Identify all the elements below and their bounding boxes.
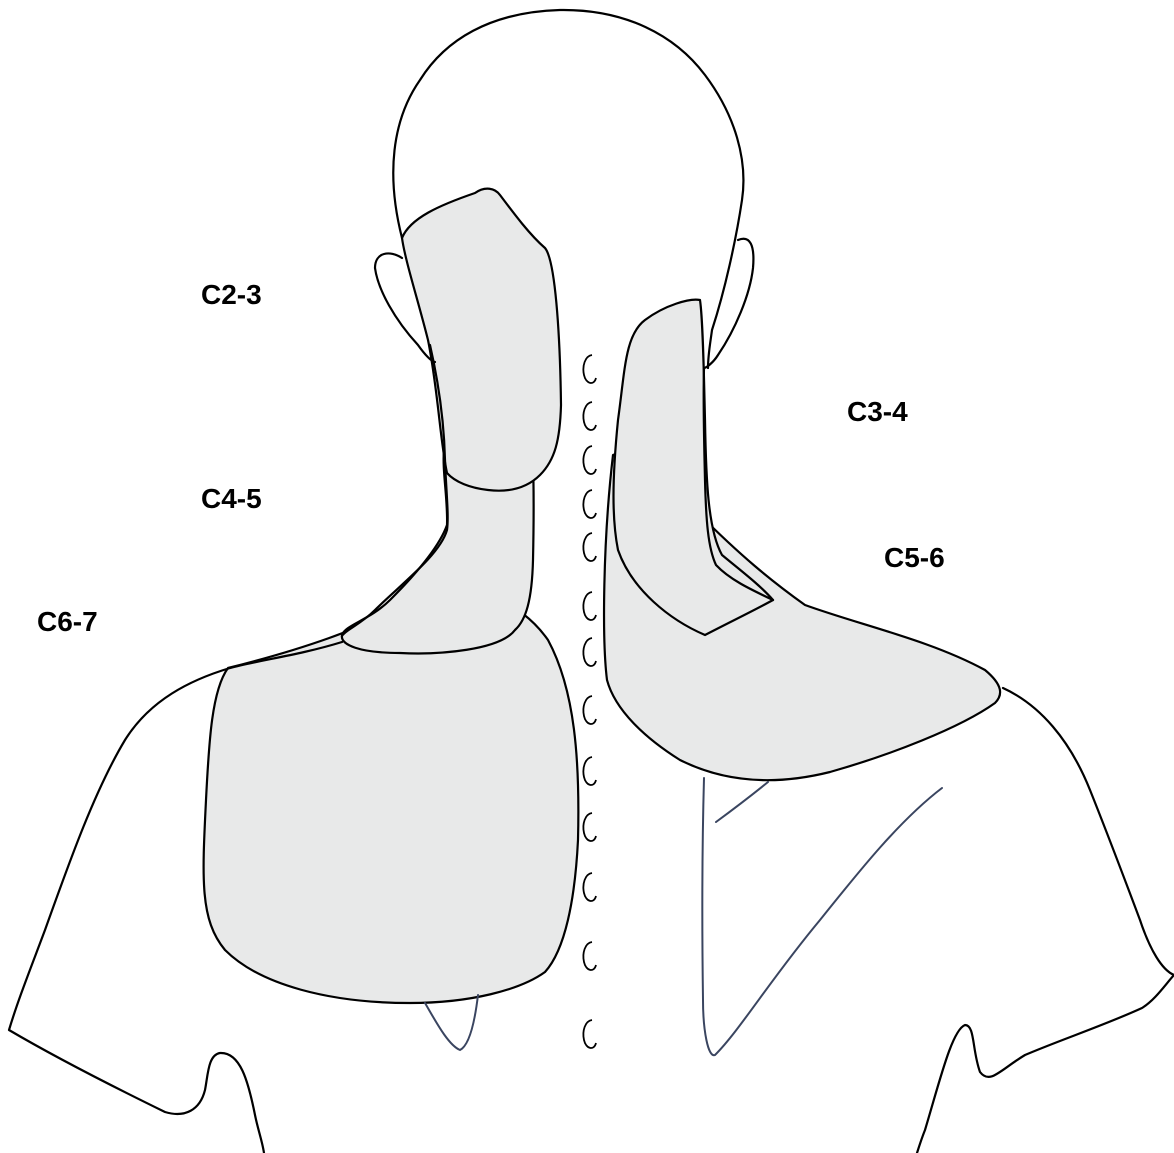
label-c2-3: C2-3 <box>201 281 262 309</box>
zone-c3-4 <box>614 300 774 635</box>
label-c6-7: C6-7 <box>37 608 98 636</box>
zone-c2-3 <box>402 189 561 491</box>
right-ear <box>704 239 753 368</box>
spine-vertebrae <box>583 355 596 1048</box>
trapezius-line <box>716 782 768 822</box>
scapula-line <box>702 778 942 1055</box>
label-c3-4: C3-4 <box>847 398 908 426</box>
label-c4-5: C4-5 <box>201 485 262 513</box>
right-shoulder-outline <box>917 688 1174 1153</box>
label-c5-6: C5-6 <box>884 544 945 572</box>
